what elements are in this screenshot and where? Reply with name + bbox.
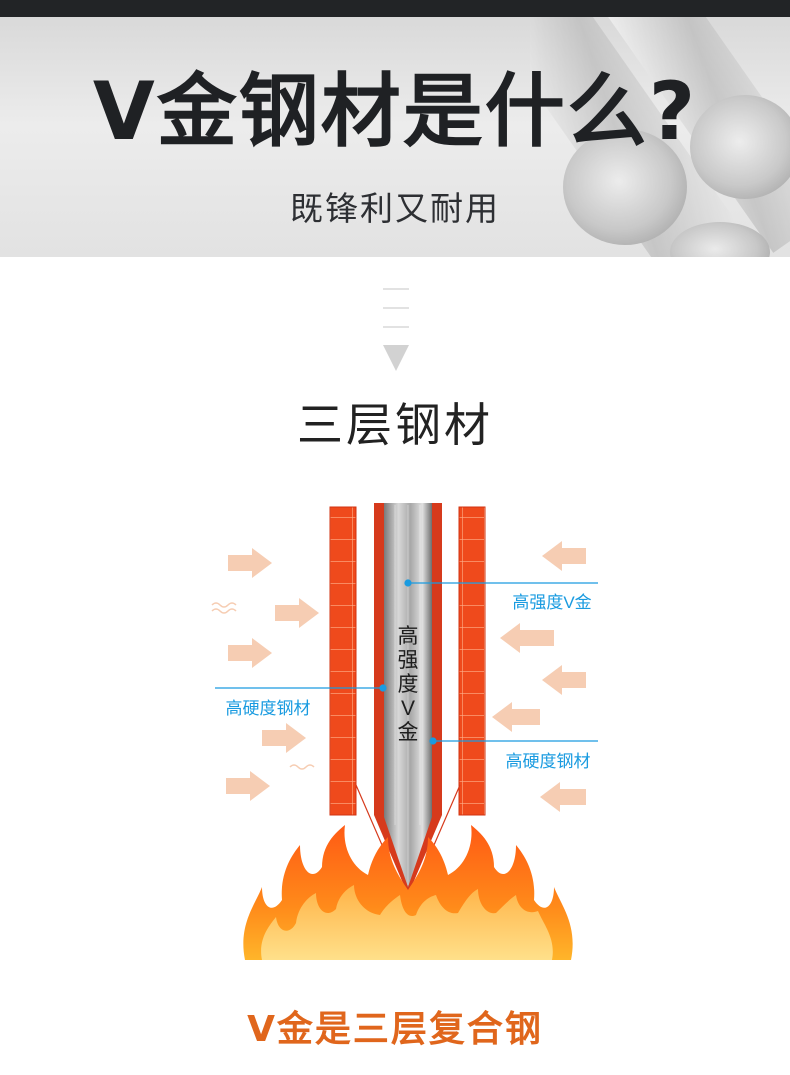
page-subtitle: 既锋利又耐用 bbox=[290, 189, 500, 228]
fire-icon bbox=[243, 825, 573, 960]
top-bar bbox=[0, 0, 790, 17]
blade-core bbox=[355, 503, 461, 907]
outer-layer-right bbox=[458, 506, 486, 816]
arrow-right-icon bbox=[262, 723, 306, 753]
hero-banner: V金钢材是什么? 既锋利又耐用 bbox=[0, 17, 790, 257]
core-label-char: 高 bbox=[398, 625, 419, 648]
callout-label-left-mid: 高硬度钢材 bbox=[226, 699, 311, 718]
core-label-char: 强 bbox=[398, 649, 419, 672]
section-title: 三层钢材 bbox=[297, 398, 493, 452]
arrow-left-icon bbox=[542, 541, 586, 571]
arrow-right-icon bbox=[228, 548, 272, 578]
callout-lines bbox=[215, 579, 598, 745]
scroll-down-indicator bbox=[383, 288, 409, 371]
callout-left-mid bbox=[215, 684, 387, 692]
heat-wave-icon bbox=[289, 764, 315, 770]
callout-label-right-bottom: 高硬度钢材 bbox=[506, 752, 591, 771]
pressure-arrows-left bbox=[226, 548, 319, 801]
steel-rods-image bbox=[530, 17, 790, 257]
arrow-right-icon bbox=[275, 598, 319, 628]
core-label-char: 金 bbox=[398, 721, 419, 744]
callout-right-top bbox=[404, 579, 598, 587]
callout-label-right-top: 高强度V金 bbox=[512, 593, 591, 612]
dash-lines bbox=[383, 288, 409, 328]
callout-right-bottom bbox=[429, 737, 598, 745]
heat-wave-icon bbox=[211, 602, 237, 614]
pressure-arrows-right bbox=[492, 541, 586, 812]
footer-title: V金是三层复合钢 bbox=[247, 1009, 543, 1050]
arrow-left-icon bbox=[540, 782, 586, 812]
core-label-char: 度 bbox=[398, 673, 419, 696]
outer-layer-left bbox=[329, 506, 357, 816]
down-arrow-icon bbox=[383, 345, 409, 371]
page-title: V金钢材是什么? bbox=[92, 65, 698, 158]
arrow-right-icon bbox=[226, 771, 270, 801]
arrow-left-icon bbox=[542, 665, 586, 695]
arrow-right-icon bbox=[228, 638, 272, 668]
arrow-left-icon bbox=[492, 702, 540, 732]
arrow-left-icon bbox=[500, 623, 554, 653]
core-label-char: V bbox=[401, 697, 415, 720]
